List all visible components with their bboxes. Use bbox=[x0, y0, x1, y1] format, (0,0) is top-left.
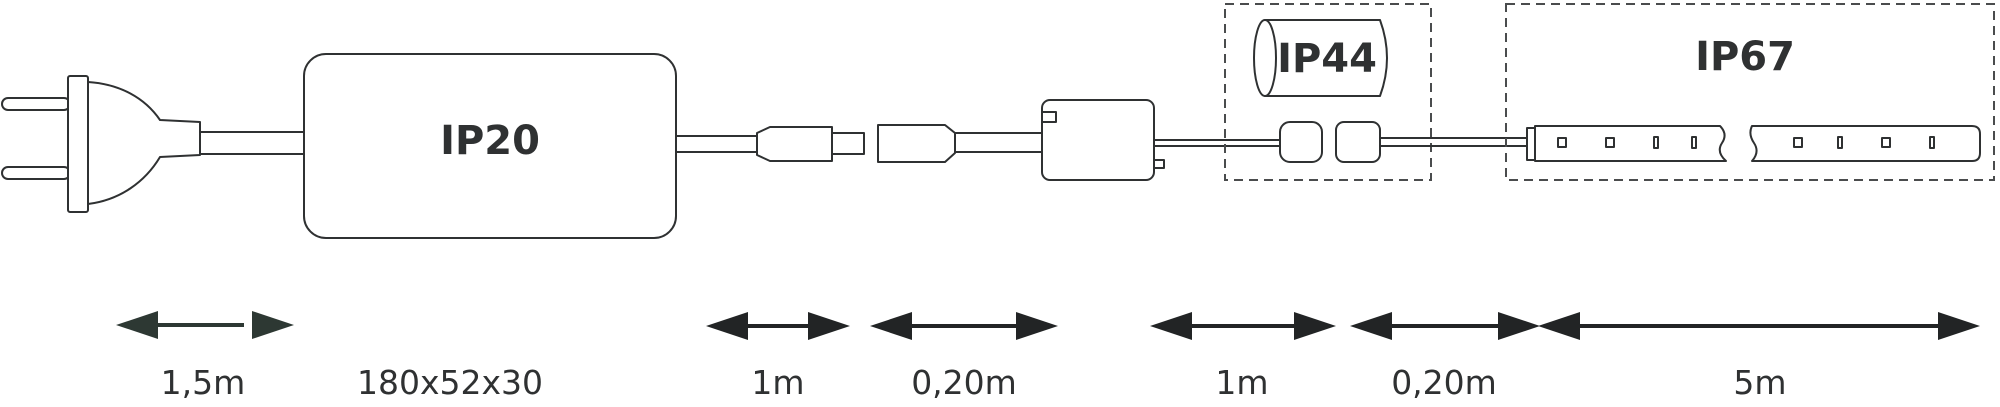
dim-label-strip: 5m bbox=[1733, 363, 1786, 402]
cable-plug-to-power-supply bbox=[199, 131, 305, 155]
plug-icon bbox=[1, 75, 201, 213]
ip44-connector-left bbox=[1279, 121, 1323, 163]
dim-label-cable-2: 0,20m bbox=[911, 363, 1017, 402]
led-strip-segment-1 bbox=[1534, 125, 1727, 162]
led-chip-icon bbox=[1929, 136, 1935, 149]
dim-arrow-cable-3 bbox=[1150, 312, 1336, 340]
plug-pin-bottom bbox=[1, 166, 71, 180]
led-chip-icon bbox=[1691, 136, 1697, 149]
ip44-label: IP44 bbox=[1277, 36, 1377, 82]
cable-power-supply-to-connector bbox=[675, 135, 758, 153]
led-strip-segment-2 bbox=[1749, 125, 1981, 162]
dim-arrow-cable-2 bbox=[870, 312, 1058, 340]
ip44-connector-right bbox=[1335, 121, 1381, 163]
controller-notch-left bbox=[1041, 111, 1057, 123]
dim-label-cable-3: 1m bbox=[1215, 363, 1268, 402]
led-chip-icon bbox=[1837, 136, 1843, 149]
dim-label-power-supply-size: 180x52x30 bbox=[357, 363, 543, 402]
ip44-dashed-frame bbox=[1224, 3, 1432, 181]
led-strip-end-cap bbox=[1526, 127, 1536, 161]
dim-label-cable-4: 0,20m bbox=[1391, 363, 1497, 402]
led-strip bbox=[1526, 125, 1981, 162]
connector-male-tip bbox=[831, 132, 865, 155]
dim-arrow-cable-4 bbox=[1350, 312, 1540, 340]
ip44-label-box-end bbox=[1253, 19, 1277, 97]
ip67-label: IP67 bbox=[1695, 34, 1795, 80]
dimension-labels: 1,5m 180x52x30 1m 0,20m 1m 0,20m 5m bbox=[161, 363, 1787, 402]
led-chip-icon bbox=[1881, 137, 1891, 148]
dimension-arrows bbox=[116, 311, 1980, 340]
connector-male bbox=[756, 126, 833, 162]
plug-pin-top bbox=[1, 97, 71, 111]
controller-notch-right bbox=[1153, 159, 1165, 169]
ip67-dashed-frame bbox=[1505, 3, 1995, 181]
dim-arrow-cable-1 bbox=[706, 312, 850, 340]
controller-box bbox=[1041, 99, 1165, 181]
cable-controller-to-ip44-connector bbox=[1153, 139, 1281, 147]
dim-label-cable-plug: 1,5m bbox=[161, 363, 246, 402]
ip44-label-box bbox=[1264, 19, 1388, 97]
dim-arrow-strip bbox=[1538, 312, 1980, 340]
plug-body bbox=[87, 81, 201, 205]
led-chip-icon bbox=[1653, 136, 1659, 149]
dim-label-cable-1: 1m bbox=[751, 363, 804, 402]
ip67-zone: IP67 bbox=[1505, 3, 1995, 181]
cable-connector-to-controller bbox=[954, 132, 1043, 153]
power-supply-ip-label: IP20 bbox=[440, 118, 540, 164]
ip44-zone: IP44 bbox=[1224, 3, 1432, 181]
inline-connector bbox=[756, 124, 956, 163]
controller-body bbox=[1041, 99, 1155, 181]
connector-female bbox=[877, 124, 956, 163]
plug-face bbox=[67, 75, 89, 213]
power-supply: IP20 bbox=[303, 53, 677, 239]
power-supply-body bbox=[303, 53, 677, 239]
dim-arrow-cable-plug bbox=[116, 311, 294, 339]
cable-ip44-to-strip bbox=[1379, 137, 1528, 147]
led-chip-icon bbox=[1557, 137, 1567, 148]
led-chip-icon bbox=[1793, 137, 1803, 148]
led-chip-icon bbox=[1605, 137, 1615, 148]
